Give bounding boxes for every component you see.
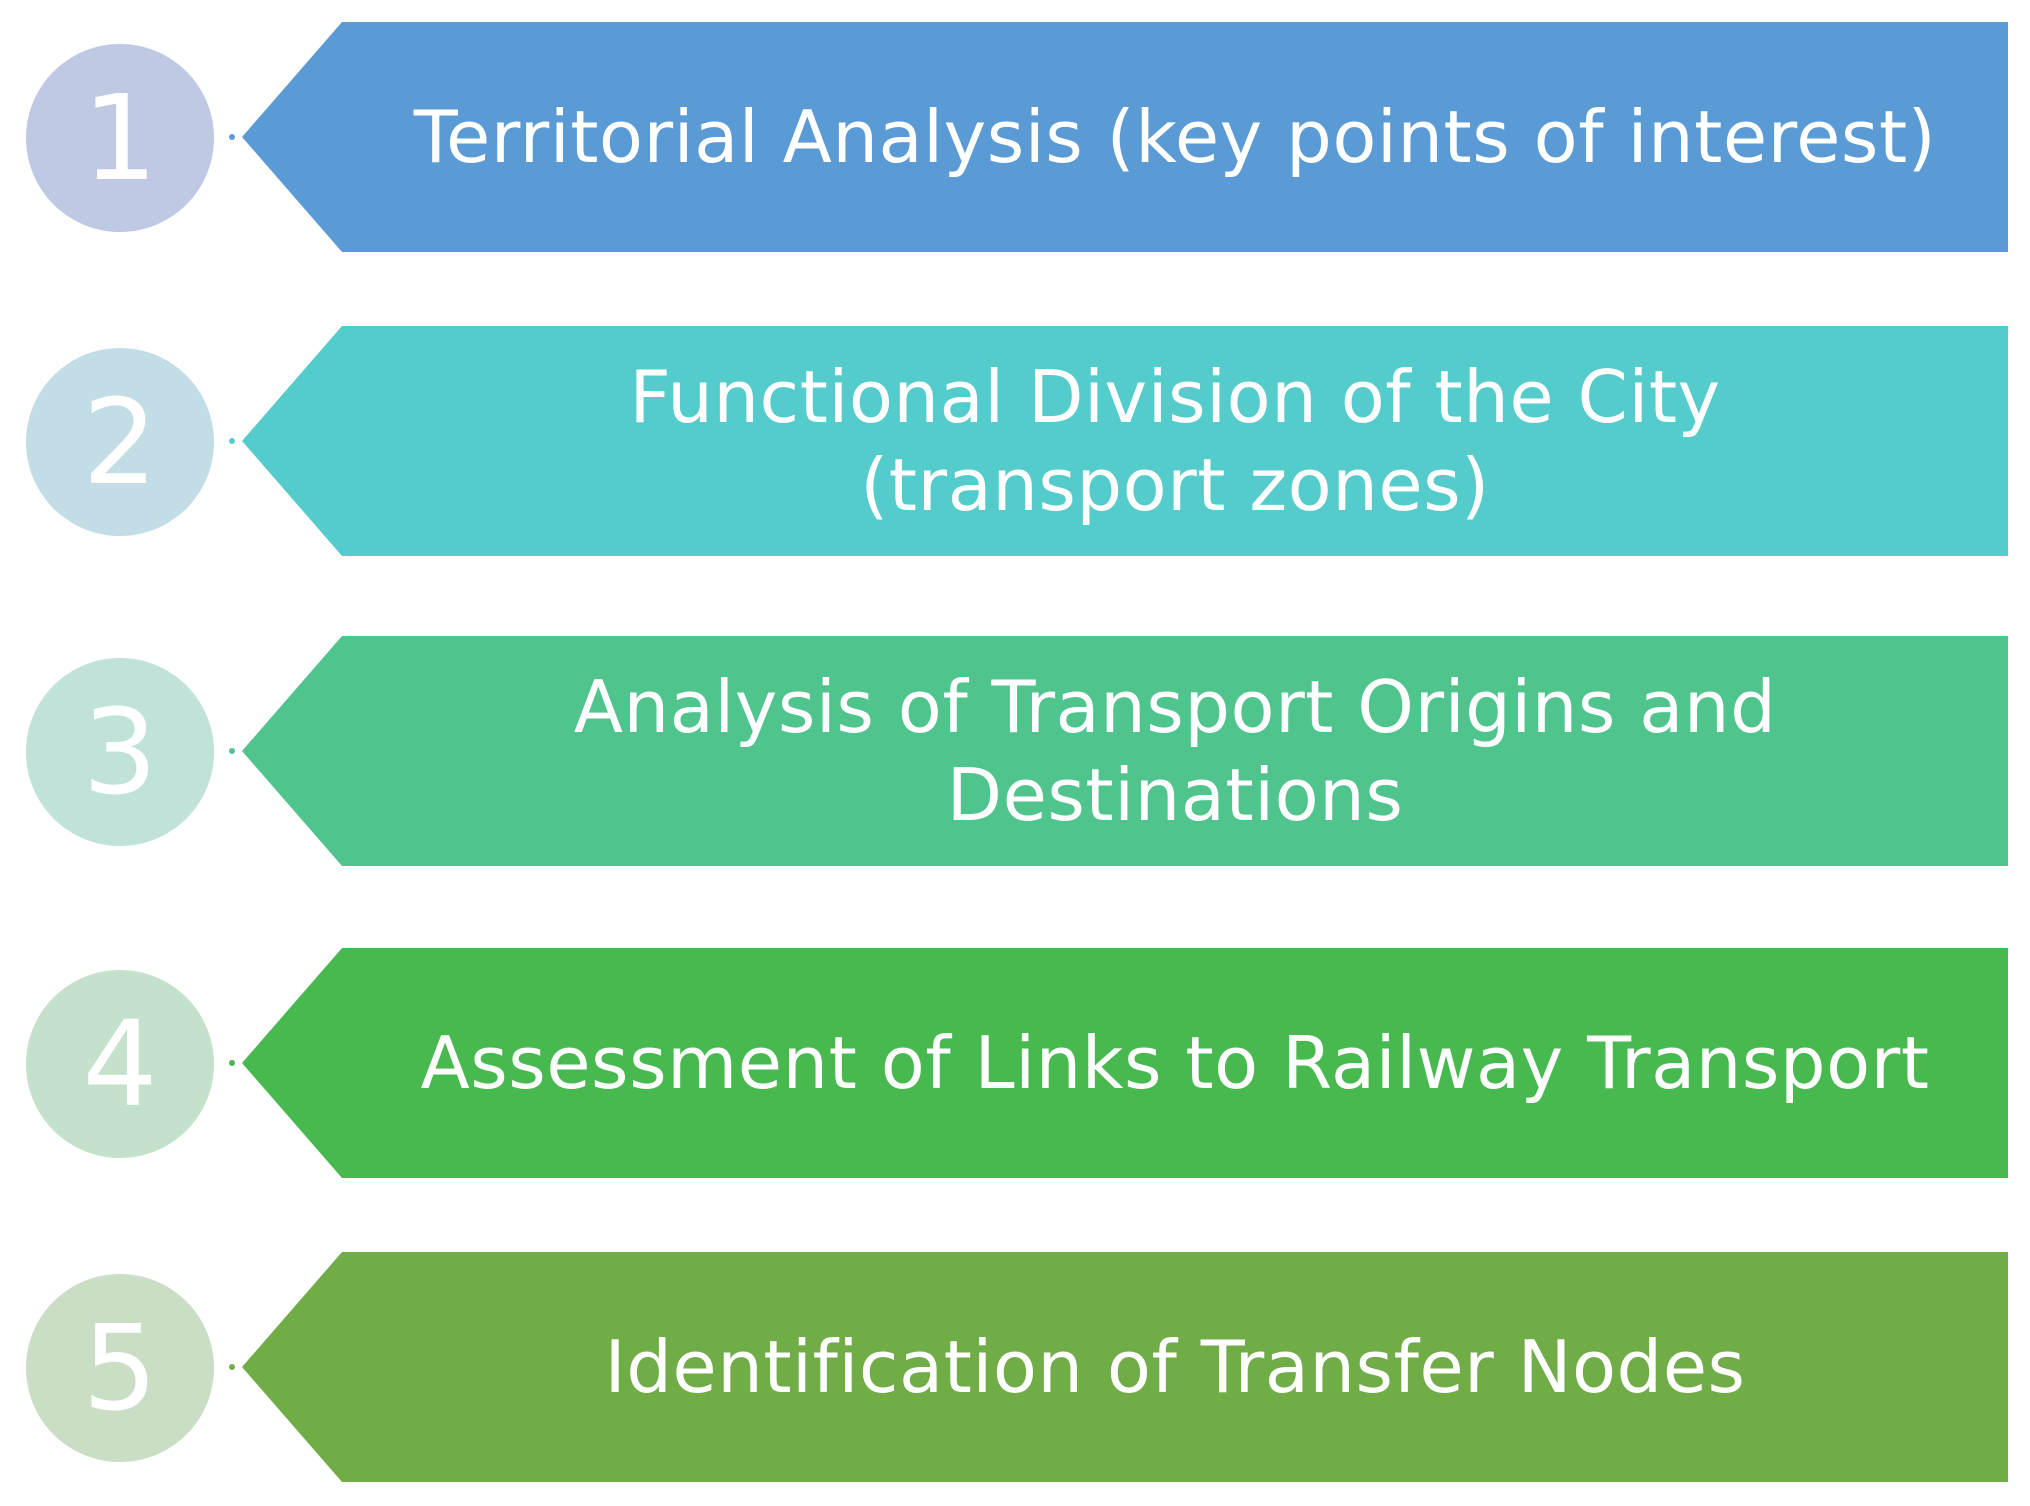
connector-dot	[229, 134, 235, 140]
step-number-circle: 4	[26, 970, 214, 1158]
step-number-circle: 3	[26, 658, 214, 846]
step-2: 2 Functional Division of the City (trans…	[0, 326, 2030, 556]
step-arrow-banner: Analysis of Transport Origins and Destin…	[242, 636, 2008, 866]
connector-dot	[229, 748, 235, 754]
connector-dot	[229, 1364, 235, 1370]
step-number-circle: 2	[26, 348, 214, 536]
step-label: Identification of Transfer Nodes	[604, 1325, 1746, 1409]
step-arrow-banner: Identification of Transfer Nodes	[242, 1252, 2008, 1482]
step-5: 5 Identification of Transfer Nodes	[0, 1252, 2030, 1482]
step-arrow-banner: Functional Division of the City (transpo…	[242, 326, 2008, 556]
step-label: Functional Division of the City (transpo…	[629, 355, 1721, 527]
step-3: 3 Analysis of Transport Origins and Dest…	[0, 636, 2030, 866]
connector-dot	[229, 438, 235, 444]
step-label: Analysis of Transport Origins and Destin…	[573, 665, 1777, 837]
connector-dot	[229, 1060, 235, 1066]
step-4: 4 Assessment of Links to Railway Transpo…	[0, 948, 2030, 1178]
step-1: 1 Territorial Analysis (key points of in…	[0, 22, 2030, 252]
step-arrow-banner: Assessment of Links to Railway Transport	[242, 948, 2008, 1178]
step-number-circle: 1	[26, 44, 214, 232]
step-label: Assessment of Links to Railway Transport	[420, 1021, 1930, 1105]
step-number-circle: 5	[26, 1274, 214, 1462]
step-label: Territorial Analysis (key points of inte…	[413, 95, 1937, 179]
step-arrow-banner: Territorial Analysis (key points of inte…	[242, 22, 2008, 252]
